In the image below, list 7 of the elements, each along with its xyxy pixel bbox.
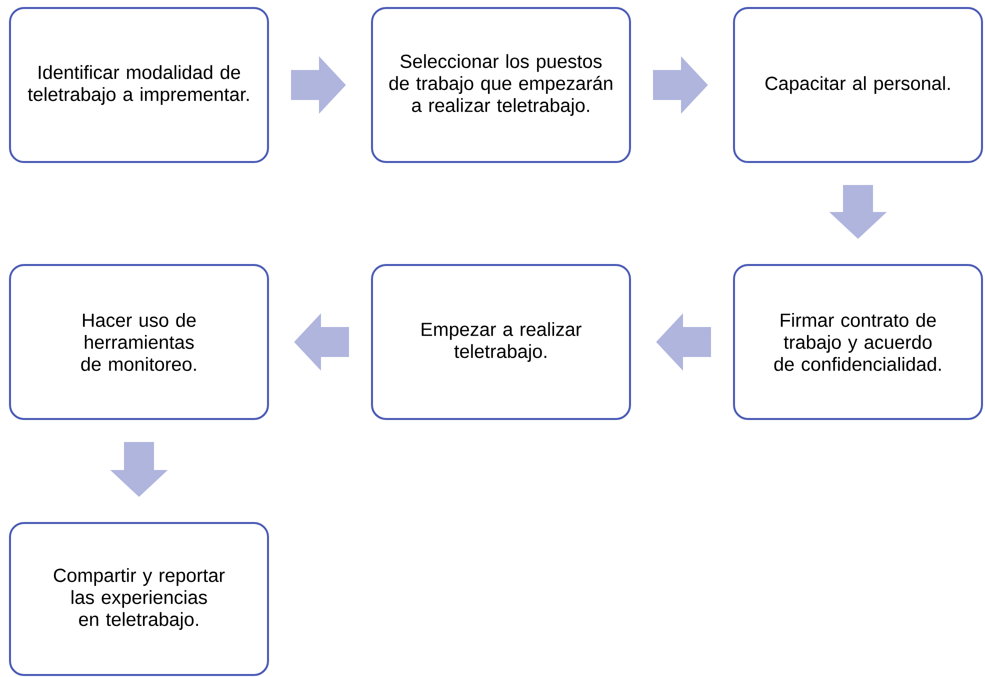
process-box: Firmar contrato de trabajo y acuerdo de confidencialidad.	[733, 264, 983, 420]
process-box: Empezar a realizar teletrabajo.	[371, 264, 631, 420]
process-box: Identificar modalidad de teletrabajo a imprementar.	[9, 7, 269, 163]
process-box: Hacer uso de herramientas de monitoreo.	[9, 264, 269, 420]
process-box: Seleccionar los puestos de trabajo que empezarán a realizar teletrabajo.	[371, 7, 631, 163]
process-box: Capacitar al personal.	[733, 7, 983, 163]
process-box: Compartir y reportar las experiencias en teletrabajo.	[9, 522, 269, 676]
